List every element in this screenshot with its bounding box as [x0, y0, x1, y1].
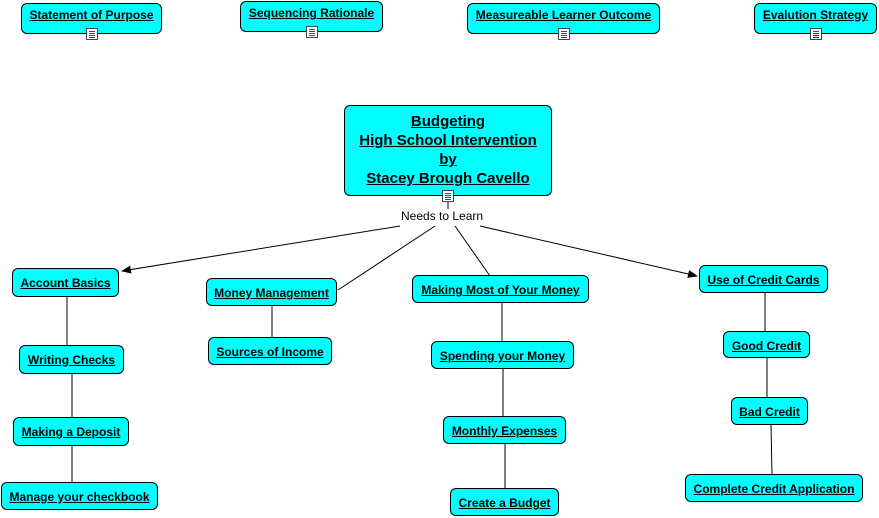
- link-label-needs-to-learn: Needs to Learn: [399, 209, 486, 223]
- arrow-account-basics: [121, 225, 401, 274]
- central-line-4: Stacey Brough Cavello: [366, 170, 530, 187]
- money-management-node[interactable]: Money Management: [206, 278, 337, 306]
- good-credit-node[interactable]: Good Credit: [723, 331, 810, 358]
- node-label: Create a Budget: [458, 496, 551, 510]
- account-basics-node[interactable]: Account Basics: [12, 268, 119, 297]
- node-label: Writing Checks: [27, 353, 116, 367]
- bad-credit-node[interactable]: Bad Credit: [731, 397, 808, 425]
- document-icon[interactable]: [442, 190, 454, 202]
- use-of-credit-cards-node[interactable]: Use of Credit Cards: [699, 265, 828, 293]
- node-label: Complete Credit Application: [693, 482, 855, 496]
- document-icon[interactable]: [305, 26, 318, 38]
- node-label: Making Most of Your Money: [421, 283, 580, 297]
- node-label: Making a Deposit: [21, 425, 121, 439]
- node-label: Monthly Expenses: [451, 424, 558, 438]
- document-icon[interactable]: [85, 28, 98, 40]
- writing-checks-node[interactable]: Writing Checks: [19, 345, 124, 374]
- node-label: Statement of Purpose: [29, 8, 154, 22]
- node-label: Account Basics: [20, 276, 111, 290]
- create-a-budget-node[interactable]: Create a Budget: [450, 488, 559, 516]
- central-line-2: High School Intervention: [359, 132, 537, 149]
- node-label: Measureable Learner Outcome: [475, 8, 652, 22]
- making-a-deposit-node[interactable]: Making a Deposit: [13, 417, 129, 446]
- complete-credit-application-node[interactable]: Complete Credit Application: [685, 474, 863, 502]
- node-label: Bad Credit: [739, 405, 800, 419]
- spending-your-money-node[interactable]: Spending your Money: [431, 341, 574, 369]
- node-label: Spending your Money: [439, 349, 566, 363]
- node-label: Sequencing Rationale: [248, 6, 375, 20]
- node-label: Use of Credit Cards: [707, 273, 820, 287]
- central-line-1: Budgeting: [410, 113, 486, 130]
- document-icon[interactable]: [557, 28, 570, 40]
- connector-money-management: [337, 225, 436, 291]
- node-label: Good Credit: [731, 339, 802, 353]
- monthly-expenses-node[interactable]: Monthly Expenses: [443, 416, 566, 444]
- node-label: Sources of Income: [216, 345, 324, 359]
- measureable-learner-outcome-node[interactable]: Measureable Learner Outcome: [467, 3, 660, 40]
- central-topic-node[interactable]: Budgeting High School Intervention by St…: [344, 105, 552, 202]
- sources-of-income-node[interactable]: Sources of Income: [208, 337, 332, 365]
- sequencing-rationale-node[interactable]: Sequencing Rationale: [240, 1, 383, 38]
- node-label: Evalution Strategy: [762, 8, 869, 22]
- central-line-3: by: [439, 151, 457, 168]
- node-label: Money Management: [214, 286, 329, 300]
- document-icon[interactable]: [809, 28, 822, 40]
- making-most-of-your-money-node[interactable]: Making Most of Your Money: [412, 275, 589, 303]
- connector-making-most: [454, 225, 491, 277]
- node-label: Manage your checkbook: [9, 490, 150, 504]
- evalution-strategy-node[interactable]: Evalution Strategy: [754, 3, 877, 40]
- manage-your-checkbook-node[interactable]: Manage your checkbook: [1, 482, 158, 510]
- statement-of-purpose-node[interactable]: Statement of Purpose: [21, 3, 162, 40]
- arrow-credit-cards: [479, 225, 698, 278]
